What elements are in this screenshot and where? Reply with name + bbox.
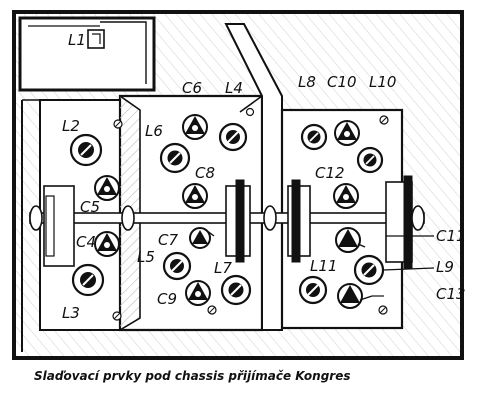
label-l8: L8 (298, 73, 316, 91)
label-l7: L7 (214, 259, 232, 277)
label-c5: C5 (80, 198, 100, 216)
capacitor-c7-icon (189, 227, 215, 249)
l1-compartment (18, 16, 156, 92)
capacitor-c4-icon (94, 231, 120, 257)
coil-l10-icon (356, 146, 384, 174)
label-l6: L6 (145, 122, 163, 140)
label-l1: L1 (68, 31, 86, 49)
coil-l5-icon (162, 251, 192, 281)
label-l2: L2 (62, 117, 80, 135)
coil-l11-icon (298, 275, 328, 305)
capacitor-c8-icon (182, 183, 208, 209)
coil-l6-icon (159, 142, 191, 174)
coil-l4-icon (218, 122, 248, 152)
label-l5: L5 (137, 248, 155, 266)
label-l3: L3 (62, 304, 80, 322)
coil-l9-icon (353, 254, 385, 286)
label-l10: L10 (369, 73, 396, 91)
capacitor-c11-icon (335, 227, 366, 253)
coil-l8-icon (300, 123, 328, 151)
label-l9: L9 (436, 258, 454, 276)
capacitor-c13-icon (337, 283, 373, 309)
label-c7: C7 (158, 231, 178, 249)
component-labels: L1 L2 C5 C4 L3 C6 L4 L6 C8 C7 L5 L7 C9 L… (62, 31, 466, 322)
label-l11: L11 (310, 257, 337, 275)
label-c8: C8 (195, 164, 215, 182)
label-c11: C11 (436, 227, 466, 245)
capacitor-c5-icon (94, 175, 120, 201)
capacitor-c6-icon (182, 114, 208, 140)
screws (112, 107, 389, 321)
label-c4: C4 (76, 233, 96, 251)
label-c13: C13 (436, 285, 466, 303)
coil-l3-icon (71, 263, 105, 297)
coil-trimmers (69, 122, 385, 306)
capacitor-c10-icon (334, 120, 360, 146)
label-l4: L4 (225, 79, 243, 97)
coil-l2-icon (69, 133, 103, 167)
label-c10: C10 (327, 73, 357, 91)
capacitor-trimmers (94, 114, 373, 309)
label-c9: C9 (157, 290, 177, 308)
capacitor-c9-icon (185, 280, 211, 306)
capacitor-c12-icon (333, 183, 359, 209)
leader-lines (372, 235, 435, 297)
label-c6: C6 (182, 79, 202, 97)
drive-shaft (29, 175, 425, 269)
label-c12: C12 (315, 164, 345, 182)
figure-caption: Slaďovací prvky pod chassis přijímače Ko… (34, 369, 351, 383)
diagonal-partition (224, 23, 283, 331)
coil-l7-icon (220, 274, 252, 306)
